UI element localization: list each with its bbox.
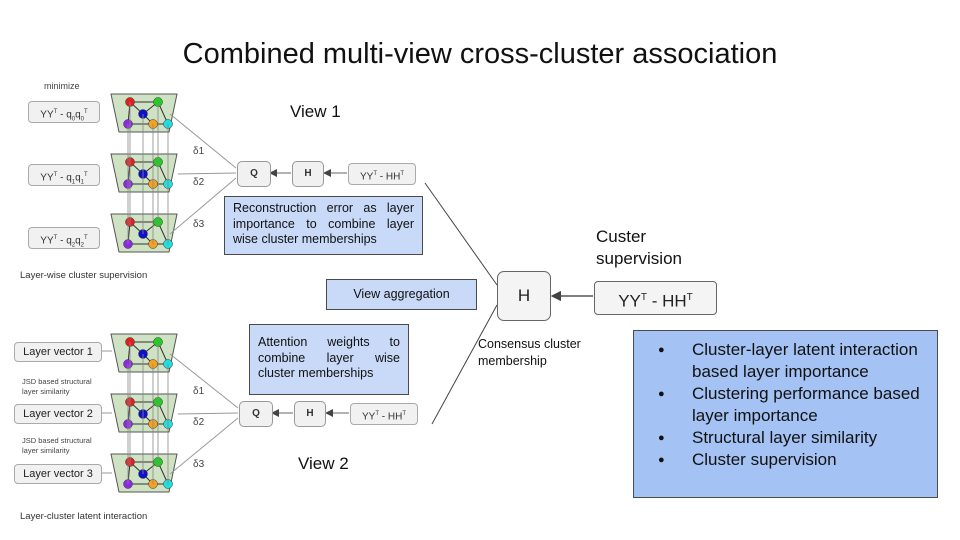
view2-q-node: Q xyxy=(239,401,273,427)
view2-label: View 2 xyxy=(298,454,349,473)
layer-vector-1: Layer vector 1 xyxy=(14,342,102,362)
view2-recon-term: YYT - HHT xyxy=(350,403,418,425)
view1-delta-2: δ2 xyxy=(193,177,205,188)
view1-layer-3 xyxy=(110,213,178,253)
contributions-box: Cluster-layer latent interaction based l… xyxy=(633,330,938,498)
view2-note: Attention weights to combine layer wise … xyxy=(249,324,409,395)
view1-label: View 1 xyxy=(290,102,341,121)
view1-layer-2 xyxy=(110,153,178,193)
view1-layer-1 xyxy=(110,93,178,133)
bullet-item: Clustering performance based layer impor… xyxy=(658,383,929,427)
view1-h-node: H xyxy=(292,161,324,187)
minimize-label: minimize xyxy=(44,81,80,91)
view1-note: Reconstruction error as layer importance… xyxy=(224,196,423,255)
view2-caption: Layer-cluster latent interaction xyxy=(20,511,148,522)
layer-vector-2: Layer vector 2 xyxy=(14,404,102,424)
view2-h-node: H xyxy=(294,401,326,427)
view1-q-node: Q xyxy=(237,161,271,187)
bullet-item: Cluster supervision xyxy=(658,449,929,471)
view2-layer-1 xyxy=(110,333,178,373)
view1-loss-term-1: YYT - q1q1T xyxy=(28,164,100,186)
view1-loss-term-2: YYT - q2q2T xyxy=(28,227,100,249)
bullet-item: Structural layer similarity xyxy=(658,427,929,449)
view2-layer-3 xyxy=(110,453,178,493)
view2-delta-3: δ3 xyxy=(193,459,205,470)
view2-layer-2 xyxy=(110,393,178,433)
bullet-item: Cluster-layer latent interaction based l… xyxy=(658,339,929,383)
page-title: Combined multi-view cross-cluster associ… xyxy=(182,38,778,70)
consensus-h-node: H xyxy=(497,271,551,321)
view2-delta-1: δ1 xyxy=(193,386,205,397)
view-aggregation-box: View aggregation xyxy=(326,279,477,310)
view1-caption: Layer-wise cluster supervision xyxy=(20,270,148,281)
consensus-caption: Consensus cluster membership xyxy=(478,337,581,368)
supervision-term: YYT - HHT xyxy=(594,281,717,315)
layer-vector-3: Layer vector 3 xyxy=(14,464,102,484)
view1-recon-term: YYT - HHT xyxy=(348,163,416,185)
view1-delta-3: δ3 xyxy=(193,219,205,230)
view1-delta-1: δ1 xyxy=(193,146,205,157)
view2-delta-2: δ2 xyxy=(193,417,205,428)
view1-loss-term-0: YYT - q0q0T xyxy=(28,101,100,123)
supervision-title: Custer supervision xyxy=(596,227,682,268)
